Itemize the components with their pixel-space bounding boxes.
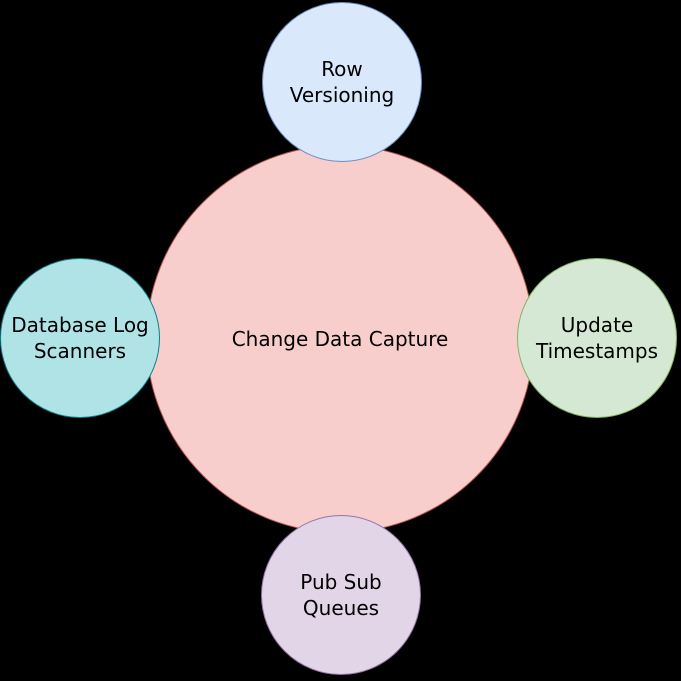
node-pub-sub-queues-label: Pub Sub Queues — [300, 570, 382, 620]
node-update-timestamps-label: Update Timestamps — [535, 313, 659, 363]
node-row-versioning-label: Row Versioning — [289, 57, 395, 107]
node-update-timestamps: Update Timestamps — [517, 258, 677, 418]
node-database-log-scanners-label: Database Log Scanners — [11, 313, 149, 363]
node-row-versioning: Row Versioning — [262, 2, 422, 162]
node-database-log-scanners: Database Log Scanners — [0, 258, 160, 418]
node-pub-sub-queues: Pub Sub Queues — [261, 515, 421, 675]
node-change-data-capture-label: Change Data Capture — [231, 327, 449, 351]
node-change-data-capture: Change Data Capture — [146, 145, 534, 533]
